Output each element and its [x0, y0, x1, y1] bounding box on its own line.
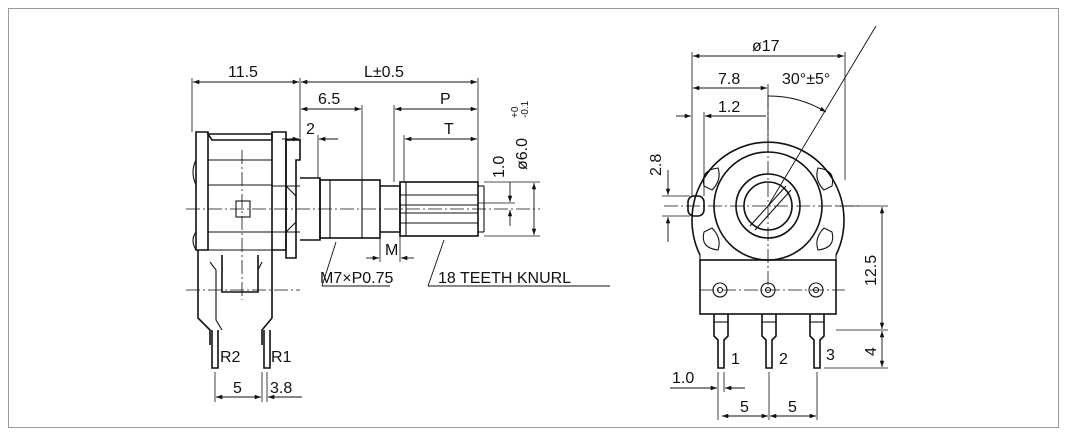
front-left-dimensions — [662, 170, 690, 242]
side-body — [192, 131, 301, 345]
side-right-dimensions — [478, 181, 540, 237]
side-bottom-dimensions — [214, 372, 302, 402]
side-m-dimension — [366, 236, 414, 262]
front-top-dimensions — [676, 25, 877, 207]
front-bottom-dimensions — [670, 372, 818, 420]
dim-T: T — [444, 121, 454, 138]
dim-2-8: 2.8 — [648, 154, 665, 176]
side-view: 11.5 L±0.5 6.5 P T 2 1.0 ø6.0 +0 -0.1 M … — [186, 64, 610, 402]
pin-number-1: 1 — [731, 351, 740, 368]
front-right-dimensions — [824, 205, 888, 369]
knurl-label: 18 TEETH KNURL — [438, 270, 571, 287]
pitch-dim-right: 5 — [788, 399, 797, 416]
dim-phi-17: ø17 — [752, 38, 780, 55]
dim-phi-6-tol-lower: -0.1 — [520, 100, 531, 118]
dim-12-5: 12.5 — [863, 255, 880, 286]
dim-angle: 30°±5° — [782, 71, 830, 88]
dim-11-5: 11.5 — [228, 64, 258, 81]
side-shaft — [300, 177, 485, 241]
dim-5-side: 5 — [233, 380, 242, 397]
drawing-frame — [8, 8, 1059, 428]
dim-4: 4 — [863, 347, 880, 356]
dim-P: P — [440, 91, 451, 108]
dim-1-0-side: 1.0 — [491, 156, 508, 178]
front-pins — [713, 314, 825, 369]
pitch-dim-left: 5 — [740, 399, 749, 416]
dim-2: 2 — [306, 121, 315, 138]
dim-6-5: 6.5 — [318, 91, 340, 108]
pin-number-2: 2 — [779, 351, 788, 368]
pin-label-r1: R1 — [271, 349, 292, 366]
front-housing — [687, 141, 845, 261]
side-top-dimensions — [191, 78, 479, 182]
dim-phi-6: ø6.0 — [514, 138, 531, 170]
pin-label-r2: R2 — [220, 349, 241, 366]
dim-phi-6-tol-upper: +0 — [510, 106, 521, 118]
dim-1-2: 1.2 — [718, 99, 740, 116]
dim-L: L±0.5 — [364, 64, 404, 81]
thread-label: M7×P0.75 — [320, 270, 393, 287]
dim-1-0-front: 1.0 — [672, 370, 694, 387]
pin-number-3: 3 — [826, 347, 835, 364]
dim-3-8: 3.8 — [270, 380, 292, 397]
dim-7-8: 7.8 — [718, 71, 740, 88]
side-pins — [211, 330, 271, 369]
front-terminal-block — [699, 259, 837, 315]
front-view: ø17 7.8 30°±5° 1.2 2.8 12.5 4 1.0 1 2 3 … — [648, 25, 888, 420]
dim-M: M — [385, 242, 398, 259]
side-leaders — [321, 239, 610, 287]
